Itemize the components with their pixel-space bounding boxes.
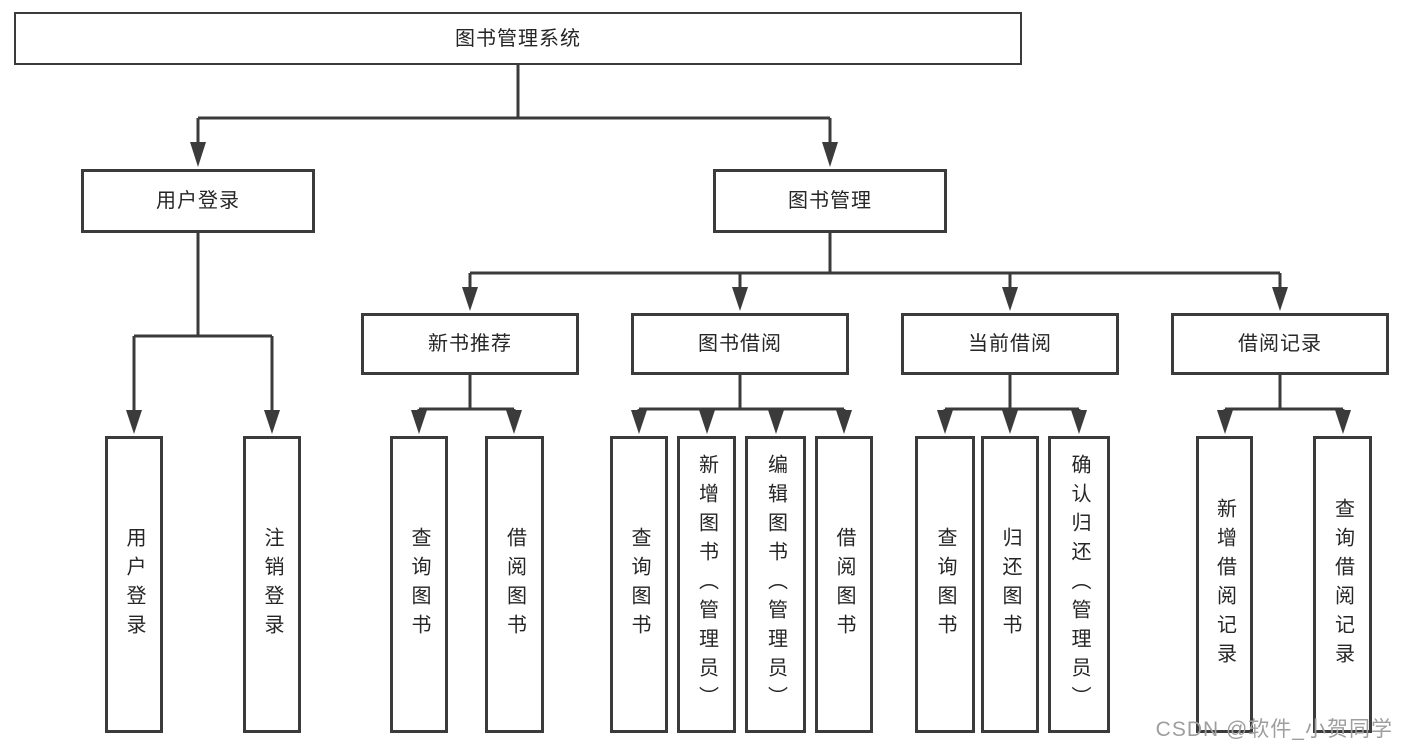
node-book-management: 图书管理 (713, 169, 947, 233)
arrowhead (1335, 410, 1351, 434)
leaf-borrowing-query-books: 查询图书 (610, 436, 668, 733)
arrowhead (732, 287, 748, 311)
leaf-user-login: 用户登录 (105, 436, 163, 733)
connector-user-login-children (132, 233, 274, 412)
csdn-watermark: CSDN @软件_小贺同学 (1155, 718, 1393, 741)
leaf-logout-login: 注销登录 (243, 436, 301, 733)
arrowhead (631, 410, 647, 434)
arrowhead (190, 142, 206, 167)
connector-root-to-level2 (196, 65, 832, 144)
arrowhead (699, 410, 715, 434)
node-user-login: 用户登录 (81, 169, 315, 233)
node-root-system: 图书管理系统 (14, 12, 1022, 65)
leaf-current-confirm-return-admin: 确认归还（管理员） (1048, 436, 1110, 733)
leaf-recommend-borrow-books: 借阅图书 (485, 436, 544, 733)
arrowhead (411, 410, 427, 434)
arrowhead (836, 410, 852, 434)
arrowhead (1002, 410, 1018, 434)
arrowhead (822, 142, 838, 167)
leaf-records-query-record: 查询借阅记录 (1313, 436, 1372, 733)
arrowhead (462, 287, 478, 311)
leaf-borrowing-edit-books-admin: 编辑图书（管理员） (745, 436, 806, 733)
leaf-current-query-books: 查询图书 (915, 436, 975, 733)
node-borrowing-records: 借阅记录 (1171, 313, 1389, 375)
connector-new-book-children (417, 375, 516, 412)
connector-borrow-records-children (1223, 375, 1345, 412)
connector-book-borrow-children (637, 375, 846, 412)
arrowhead (937, 410, 953, 434)
connector-current-borrow-children (943, 375, 1081, 412)
arrowhead (1002, 287, 1018, 311)
leaf-current-return-books: 归还图书 (981, 436, 1039, 733)
arrowhead (768, 410, 784, 434)
arrowhead (1217, 410, 1233, 434)
connector-book-management-children (468, 233, 1282, 290)
node-book-borrowing: 图书借阅 (631, 313, 849, 375)
arrowhead (1272, 287, 1288, 311)
node-new-book-recommendation: 新书推荐 (361, 313, 579, 375)
leaf-borrowing-add-books-admin: 新增图书（管理员） (677, 436, 736, 733)
arrowhead (506, 410, 522, 434)
node-current-borrowing: 当前借阅 (901, 313, 1119, 375)
leaf-recommend-query-books: 查询图书 (390, 436, 448, 733)
arrowhead (126, 410, 142, 434)
arrowhead (1071, 410, 1087, 434)
leaf-borrowing-borrow-books: 借阅图书 (815, 436, 873, 733)
leaf-records-add-record: 新增借阅记录 (1196, 436, 1253, 733)
arrowhead (264, 410, 280, 434)
